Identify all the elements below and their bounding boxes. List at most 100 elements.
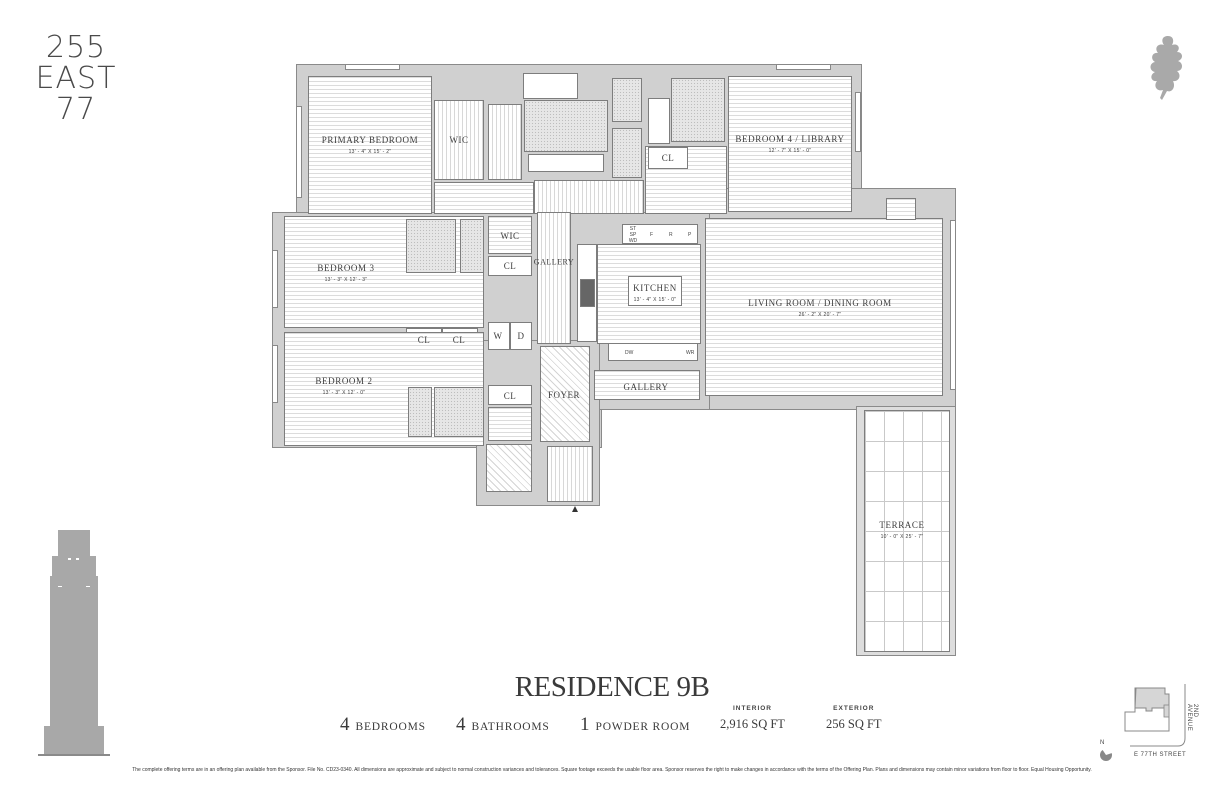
interior-caption: INTERIOR (732, 705, 772, 712)
bathtub-bath4 (648, 98, 670, 144)
street-label: E 77TH STREET (1134, 752, 1187, 758)
room-bedroom4-library (728, 76, 852, 212)
label-living-dining: LIVING ROOM / DINING ROOM 26' - 2" X 20'… (748, 298, 892, 318)
label-terrace: TERRACE 10' - 0" X 25' - 7" (879, 520, 924, 540)
room-bath4 (671, 78, 725, 142)
room-shower-primary (612, 128, 642, 178)
label-gallery-center: GALLERY (533, 257, 575, 267)
interior-area: INTERIOR 2,916 SQ FT (720, 705, 785, 732)
room-bath3 (406, 219, 456, 273)
label-bedroom4: BEDROOM 4 / LIBRARY 12' - 7" X 15' - 0" (735, 134, 844, 154)
label-wic-primary: WIC (449, 135, 469, 145)
room-living-dining (705, 218, 943, 396)
room-shower-bath2 (408, 387, 432, 437)
closet-bath4-box (648, 147, 688, 169)
cooktop-icon (580, 279, 595, 307)
exterior-caption: EXTERIOR (833, 705, 875, 712)
label-wine-refrigerator: WR (686, 350, 695, 356)
window (950, 220, 956, 390)
room-name: BEDROOM 2 (315, 376, 373, 386)
logo-line-1: 255 (45, 30, 107, 65)
label-dryer: D (517, 331, 525, 341)
bay-window (886, 198, 916, 220)
room-name: BEDROOM 3 (317, 263, 375, 273)
window (776, 64, 831, 70)
exterior-area: EXTERIOR 256 SQ FT (826, 705, 882, 732)
legal-disclaimer: The complete offering terms are in an of… (132, 767, 1092, 773)
room-entry (547, 446, 593, 502)
label-st-sp-wd: ST SP WD (624, 226, 642, 244)
north-label: N (1100, 740, 1105, 746)
label-wic-bedroom3: WIC (500, 231, 520, 241)
label-closet-bottom: CL (503, 391, 517, 401)
room-dimensions: 13' - 4" X 15' - 0" (633, 297, 677, 303)
room-dimensions: 26' - 2" X 20' - 7" (798, 312, 842, 318)
logo-line-3: 77 (55, 92, 97, 127)
label-kitchen: KITCHEN 13' - 4" X 15' - 0" (633, 283, 677, 303)
room-gallery-north (534, 180, 644, 214)
room-dimensions: 13' - 3" X 12' - 0" (322, 390, 366, 396)
bathrooms-count: 4 (456, 714, 466, 735)
kitchen-island (628, 276, 682, 306)
room-primary-bedroom (308, 76, 432, 214)
room-dimensions: 13' - 4" X 15' - 2" (348, 149, 392, 155)
label-closet-a: CL (417, 335, 431, 345)
room-name: TERRACE (879, 520, 925, 530)
bathtub-primary (523, 73, 578, 99)
room-primary-vestibule (434, 182, 534, 214)
room-bedroom2 (284, 332, 484, 446)
exterior-value: 256 SQ FT (826, 717, 882, 731)
closet-bedroom3 (488, 256, 532, 276)
label-closet-top: CL (661, 153, 675, 163)
bathrooms-label: BATHROOMS (471, 721, 550, 733)
washer (488, 322, 510, 350)
label-bedroom3: BEDROOM 3 13' - 3" X 12' - 3" (317, 263, 374, 283)
label-dishwasher: DW (625, 350, 634, 356)
room-name: LIVING ROOM / DINING ROOM (748, 298, 892, 308)
room-name: BEDROOM 4 / LIBRARY (735, 134, 845, 144)
label-washer: W (493, 331, 503, 341)
label-bedroom2: BEDROOM 2 13' - 3" X 12' - 0" (315, 376, 372, 396)
label-gallery-south: GALLERY (623, 382, 669, 392)
room-hall-powder (488, 407, 532, 441)
dryer (510, 322, 532, 350)
room-dimensions: 10' - 0" X 25' - 7" (880, 534, 924, 540)
brand-logo: 255 EAST 77 (28, 32, 124, 125)
key-plan: N E 77TH STREET 2ND AVENUE (1090, 676, 1220, 762)
label-foyer: FOYER (547, 390, 581, 400)
label-fridge-r: R (669, 232, 673, 238)
window (272, 345, 278, 403)
room-primary-bath (524, 100, 608, 152)
closet-bottom (488, 385, 532, 405)
label-pantry: P (688, 232, 692, 238)
room-powder (486, 444, 532, 492)
room-name: PRIMARY BEDROOM (321, 135, 419, 145)
powder-count: 1 (580, 714, 590, 735)
bedrooms-label: BEDROOMS (355, 721, 426, 733)
counter-sink (608, 343, 698, 361)
label-primary-bedroom: PRIMARY BEDROOM 13' - 4" X 15' - 2" (322, 135, 418, 155)
window (855, 92, 861, 152)
key-plan-map-icon (1100, 684, 1186, 761)
avenue-label: 2ND AVENUE (1186, 704, 1198, 732)
window (272, 250, 278, 308)
window (296, 106, 302, 198)
appliance-sp: SP (629, 232, 637, 238)
room-bath2 (434, 387, 484, 437)
room-wic-bedroom3 (488, 216, 532, 254)
room-name: KITCHEN (633, 283, 677, 293)
stat-bathrooms: 4 BATHROOMS (456, 714, 550, 736)
room-dimensions: 12' - 7" X 15' - 0" (768, 148, 812, 154)
entry-arrow-icon (572, 506, 578, 512)
room-gallery-center (537, 212, 571, 344)
room-wc-primary (612, 78, 642, 122)
residence-title: RESIDENCE 9B (514, 671, 710, 703)
room-foyer (540, 346, 590, 442)
room-wic-primary (434, 100, 484, 180)
appliance-row (622, 224, 698, 244)
logo-line-2: EAST (35, 61, 117, 96)
interior-value: 2,916 SQ FT (720, 717, 785, 731)
appliance-st: ST (629, 226, 637, 232)
